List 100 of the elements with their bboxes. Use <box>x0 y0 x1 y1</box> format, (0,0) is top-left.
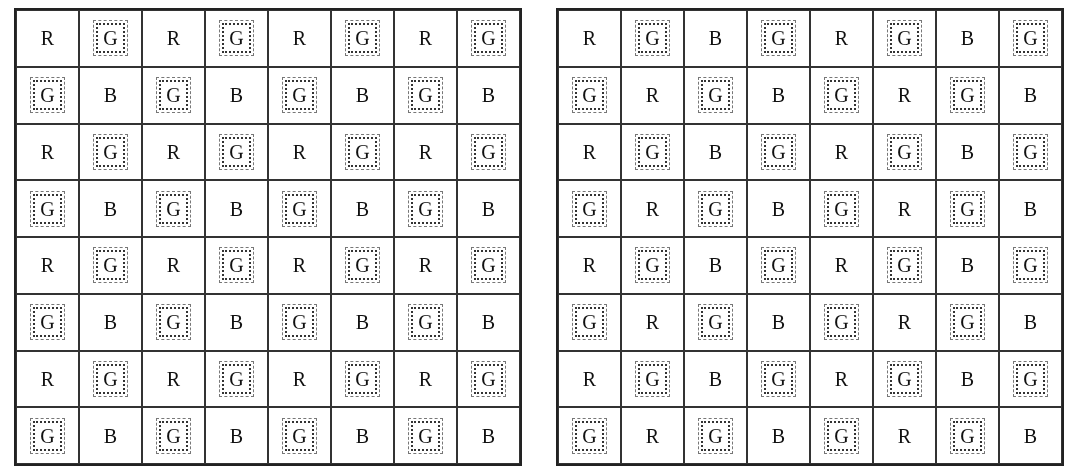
boxed-filter-letter: G <box>953 80 982 111</box>
boxed-filter-letter: G <box>1016 136 1045 167</box>
boxed-filter-letter: G <box>701 80 730 111</box>
filter-letter: R <box>292 255 307 276</box>
boxed-filter-letter: G <box>222 136 251 167</box>
boxed-filter-letter: G <box>953 420 982 451</box>
filter-letter: B <box>708 368 723 389</box>
boxed-filter-letter: G <box>285 307 314 338</box>
filter-letter: R <box>645 425 660 446</box>
filter-letter: B <box>103 425 118 446</box>
filter-letter: B <box>481 198 496 219</box>
filter-letter: B <box>103 312 118 333</box>
boxed-filter-letter: G <box>222 363 251 394</box>
boxed-filter-letter: G <box>575 420 604 451</box>
boxed-filter-letter: G <box>1016 363 1045 394</box>
filter-letter: B <box>229 198 244 219</box>
filter-letter: B <box>771 425 786 446</box>
filter-letter: R <box>834 368 849 389</box>
filter-letter: B <box>708 141 723 162</box>
filter-letter: B <box>229 425 244 446</box>
boxed-filter-letter: G <box>474 250 503 281</box>
boxed-filter-letter: G <box>348 23 377 54</box>
boxed-filter-letter: G <box>222 250 251 281</box>
filter-letter: B <box>1023 85 1038 106</box>
filter-letter: R <box>40 141 55 162</box>
filter-letter: B <box>960 368 975 389</box>
filter-letter: R <box>292 141 307 162</box>
filter-letter: R <box>166 255 181 276</box>
filter-letter: R <box>645 312 660 333</box>
filter-letter: R <box>834 28 849 49</box>
boxed-filter-letter: G <box>285 420 314 451</box>
filter-letter: R <box>897 85 912 106</box>
filter-letter: B <box>960 255 975 276</box>
boxed-filter-letter: G <box>33 193 62 224</box>
boxed-filter-letter: G <box>411 80 440 111</box>
filter-letter: B <box>355 425 370 446</box>
boxed-filter-letter: G <box>827 307 856 338</box>
boxed-filter-letter: G <box>827 420 856 451</box>
filter-letter: R <box>166 368 181 389</box>
boxed-filter-letter: G <box>1016 250 1045 281</box>
filter-letter: R <box>40 255 55 276</box>
filter-letter: B <box>771 312 786 333</box>
boxed-filter-letter: G <box>96 23 125 54</box>
boxed-filter-letter: G <box>890 136 919 167</box>
boxed-filter-letter: G <box>827 80 856 111</box>
filter-letter: R <box>418 28 433 49</box>
filter-letter: B <box>708 255 723 276</box>
filter-letter: R <box>897 312 912 333</box>
boxed-filter-letter: G <box>474 23 503 54</box>
filter-letter: B <box>771 198 786 219</box>
boxed-filter-letter: G <box>827 193 856 224</box>
boxed-filter-letter: G <box>411 193 440 224</box>
boxed-filter-letter: G <box>96 136 125 167</box>
filter-letter: R <box>582 141 597 162</box>
boxed-filter-letter: G <box>953 307 982 338</box>
boxed-filter-letter: G <box>1016 23 1045 54</box>
filter-letter: R <box>292 368 307 389</box>
filter-letter: R <box>418 368 433 389</box>
filter-letter: B <box>708 28 723 49</box>
boxed-filter-letter: G <box>348 363 377 394</box>
boxed-filter-letter: G <box>33 80 62 111</box>
boxed-filter-letter: G <box>638 136 667 167</box>
boxed-filter-letter: G <box>159 307 188 338</box>
boxed-filter-letter: G <box>285 193 314 224</box>
filter-letter: B <box>481 312 496 333</box>
boxed-filter-letter: G <box>348 136 377 167</box>
boxed-filter-letter: G <box>285 80 314 111</box>
boxed-filter-letter: G <box>575 307 604 338</box>
boxed-filter-letter: G <box>701 193 730 224</box>
boxed-filter-letter: G <box>159 420 188 451</box>
boxed-filter-letter: G <box>764 363 793 394</box>
filter-letter: R <box>582 368 597 389</box>
boxed-filter-letter: G <box>638 250 667 281</box>
boxed-filter-letter: G <box>222 23 251 54</box>
filter-letter: R <box>645 198 660 219</box>
filter-letter: R <box>40 28 55 49</box>
boxed-filter-letter: G <box>638 23 667 54</box>
filter-letter: B <box>481 425 496 446</box>
filter-letter: B <box>355 312 370 333</box>
filter-letter: B <box>481 85 496 106</box>
filter-letter: R <box>166 141 181 162</box>
boxed-filter-letter: G <box>890 23 919 54</box>
filter-letter: B <box>103 85 118 106</box>
filter-letter: B <box>229 85 244 106</box>
filter-letter: B <box>771 85 786 106</box>
boxed-filter-letter: G <box>348 250 377 281</box>
boxed-filter-letter: G <box>411 307 440 338</box>
filter-letter: B <box>103 198 118 219</box>
filter-letter: R <box>166 28 181 49</box>
boxed-filter-letter: G <box>890 363 919 394</box>
boxed-filter-letter: G <box>764 23 793 54</box>
filter-letter: R <box>582 28 597 49</box>
filter-letter: R <box>418 255 433 276</box>
boxed-filter-letter: G <box>33 307 62 338</box>
boxed-filter-letter: G <box>159 80 188 111</box>
filter-letter: B <box>355 198 370 219</box>
boxed-filter-letter: G <box>575 80 604 111</box>
filter-letter: B <box>1023 425 1038 446</box>
filter-letter: R <box>897 198 912 219</box>
boxed-filter-letter: G <box>474 136 503 167</box>
